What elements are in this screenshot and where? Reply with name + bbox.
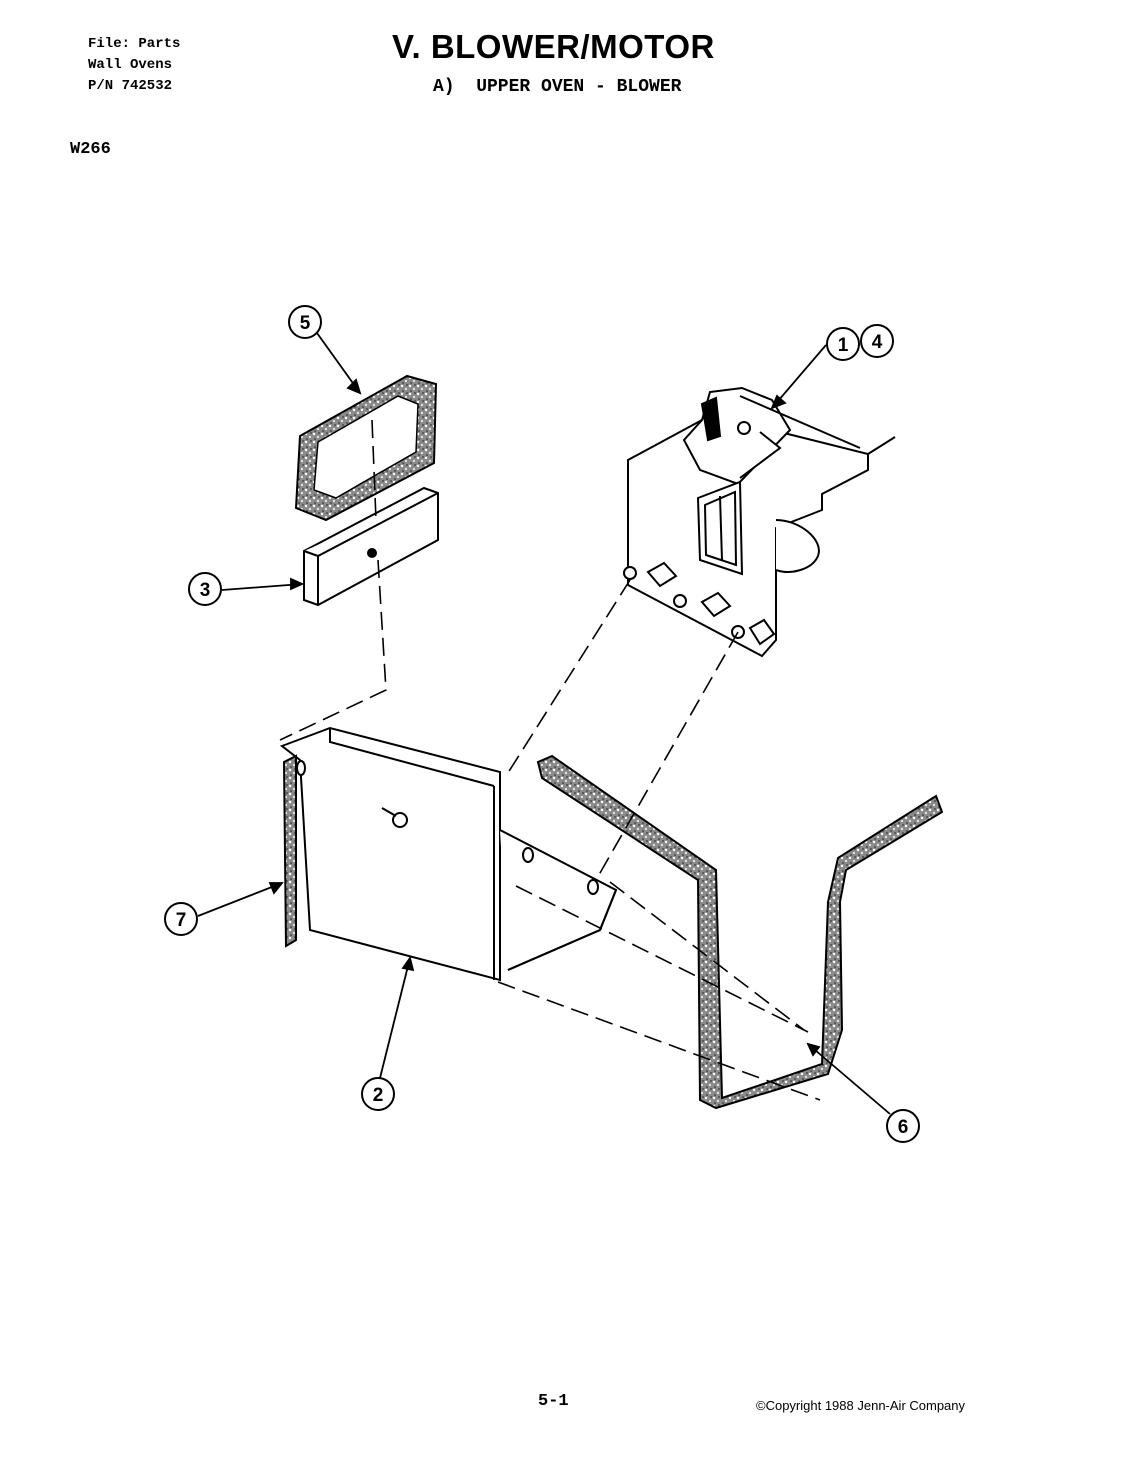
bracket-housing-part (279, 726, 618, 982)
callout-2-label: 2 (373, 1085, 384, 1106)
callout-6: 6 (886, 1109, 920, 1143)
callout-6-label: 6 (898, 1117, 909, 1138)
file-info-line-1: File: Parts (88, 36, 181, 52)
callout-3-label: 3 (200, 580, 211, 601)
blower-motor-assembly (623, 386, 896, 658)
callout-2: 2 (361, 1077, 395, 1111)
page-number: 5-1 (538, 1392, 569, 1411)
gasket-frame-part (294, 374, 438, 522)
filter-block-part (303, 486, 439, 607)
file-info: File: Parts Wall Ovens P/N 742532 (88, 34, 180, 97)
copyright-notice: ©Copyright 1988 Jenn-Air Company (756, 1398, 966, 1413)
callout-1: 1 (826, 327, 860, 361)
page-subtitle: A) UPPER OVEN - BLOWER (433, 77, 682, 97)
callout-3: 3 (188, 572, 222, 606)
callout-5-label: 5 (300, 313, 311, 334)
assembly-lines (279, 419, 821, 1101)
callout-7-label: 7 (176, 910, 187, 931)
callout-4: 4 (860, 324, 894, 358)
callout-4-label: 4 (872, 332, 883, 353)
side-gasket-part (282, 754, 297, 948)
page-title: V. BLOWER/MOTOR (392, 28, 715, 65)
callout-5: 5 (288, 305, 322, 339)
long-gasket-part (536, 754, 944, 1110)
callout-7: 7 (164, 902, 198, 936)
callout-1-label: 1 (838, 335, 849, 356)
file-info-line-3: P/N 742532 (88, 78, 173, 94)
file-info-line-2: Wall Ovens (88, 57, 173, 73)
model-number: W266 (70, 140, 111, 159)
leader-lines (197, 332, 891, 1115)
